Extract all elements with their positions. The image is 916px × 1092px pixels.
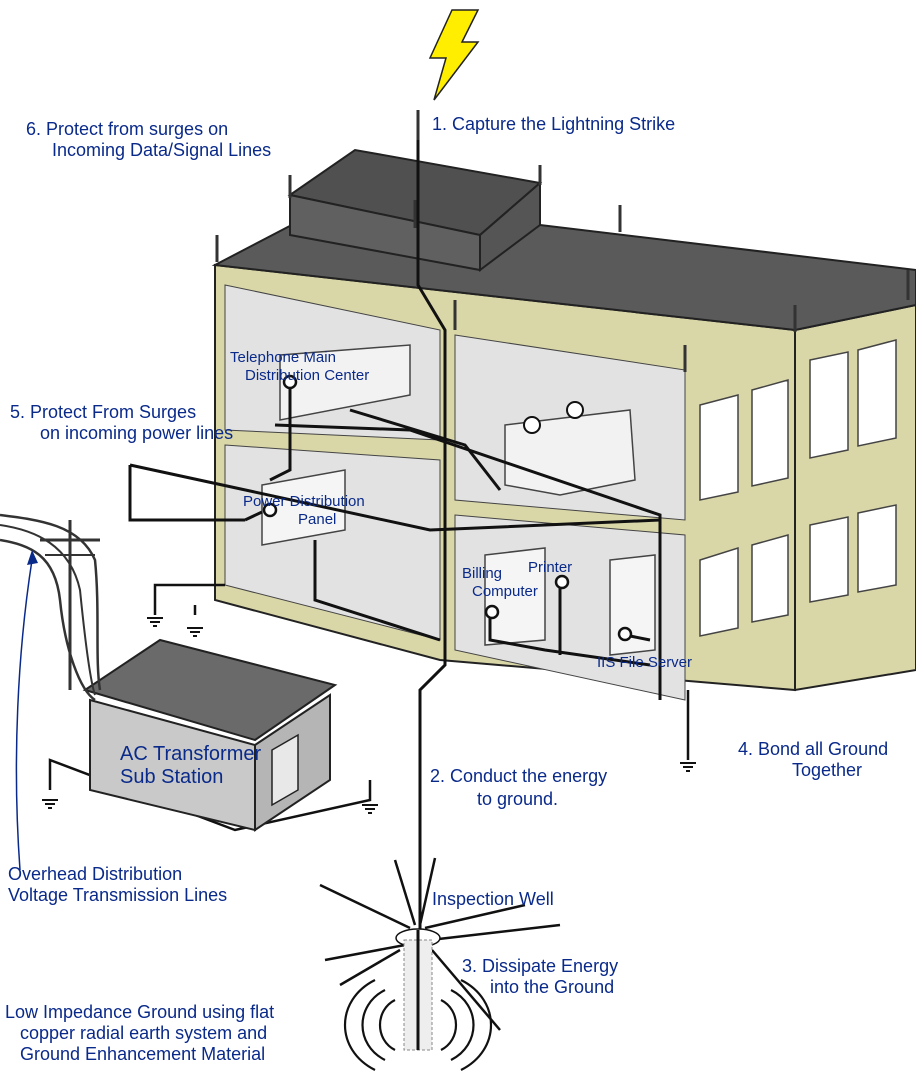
- ground-icon: [42, 799, 58, 809]
- ground-label-line3: Ground Enhancement Material: [20, 1044, 265, 1064]
- overhead-label-line2: Voltage Transmission Lines: [8, 885, 227, 905]
- power-panel-box: [261, 469, 346, 546]
- ground-rod: [319, 857, 561, 1071]
- transformer-door: [271, 733, 299, 807]
- ground-icon: [187, 627, 203, 637]
- step6-label-line1: 6. Protect from surges on: [26, 119, 228, 139]
- ground-label-line2: copper radial earth system and: [20, 1023, 267, 1043]
- dissipation-waves: [343, 979, 493, 1071]
- step5-label-line1: 5. Protect From Surges: [10, 402, 196, 422]
- transformer-roof: [82, 638, 338, 742]
- step3-label-line2: into the Ground: [490, 977, 614, 997]
- transformer-label-line2: Sub Station: [120, 766, 223, 788]
- step4-label-line1: 4. Bond all Ground: [738, 739, 888, 759]
- ground-bus: [153, 583, 690, 760]
- transformer-label-line1: AC Transformer: [120, 743, 261, 765]
- roof-penthouse-side: [479, 180, 541, 272]
- inspection-well-label: Inspection Well: [432, 889, 554, 909]
- lightning-bolt-icon: [428, 9, 480, 101]
- step1-label: 1. Capture the Lightning Strike: [432, 114, 675, 134]
- file-server-label: IIS File Server: [597, 654, 692, 671]
- step5-label-line2: on incoming power lines: [40, 423, 233, 443]
- wiring: [128, 385, 662, 700]
- windows: [699, 339, 897, 637]
- ground-icon: [680, 762, 696, 772]
- billing-label-line1: Billing: [462, 565, 502, 582]
- step3-label-line1: 3. Dissipate Energy: [462, 956, 618, 976]
- transformer-substation: [48, 638, 372, 832]
- telephone-label-line1: Telephone Main: [230, 349, 336, 366]
- step2-label-line1: 2. Conduct the energy: [430, 766, 607, 786]
- ground-icon: [362, 804, 378, 814]
- ground-label-line1: Low Impedance Ground using flat: [5, 1002, 274, 1022]
- overhead-label-line1: Overhead Distribution: [8, 864, 182, 884]
- printer-label: Printer: [528, 559, 572, 576]
- surge-protector-nodes: [262, 374, 633, 642]
- down-conductor: [416, 120, 447, 1050]
- labels: 1. Capture the Lightning Strike 6. Prote…: [5, 114, 888, 1064]
- radial-conductors: [319, 857, 561, 1031]
- ground-symbols: [42, 617, 696, 814]
- building: [128, 110, 916, 1050]
- billing-label-line2: Computer: [472, 583, 538, 600]
- step6-label-line2: Incoming Data/Signal Lines: [52, 140, 271, 160]
- billing-computer-box: [484, 547, 546, 646]
- power-panel-label-line1: Power Distribution: [243, 493, 365, 510]
- power-panel-label-line2: Panel: [298, 511, 336, 528]
- utility-pole: [0, 513, 102, 702]
- telephone-label-line2: Distribution Center: [245, 367, 369, 384]
- telephone-mdc-box: [279, 344, 411, 421]
- ground-icon: [147, 617, 163, 627]
- server-surge-node: [566, 401, 584, 419]
- step2-label-line2: to ground.: [477, 789, 558, 809]
- overhead-lines-arrow: [15, 550, 38, 871]
- server-surge-node-2: [523, 416, 541, 434]
- step4-label-line2: Together: [792, 760, 862, 780]
- substation-ground-bus: [48, 758, 372, 832]
- air-terminals: [215, 110, 910, 372]
